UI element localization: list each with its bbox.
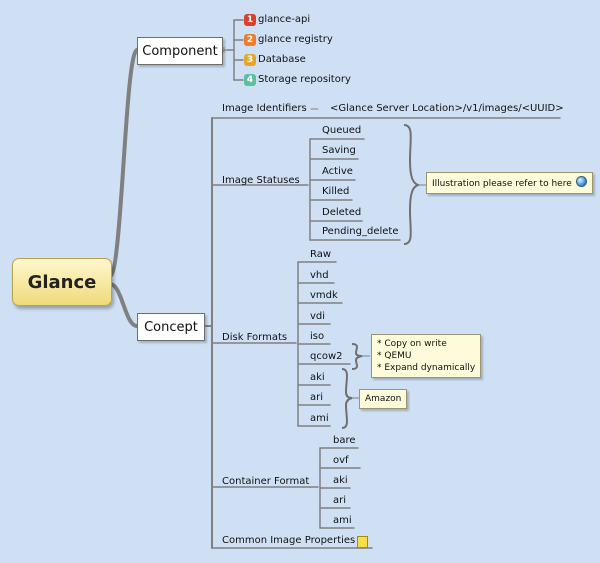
note-icon[interactable]	[357, 536, 368, 548]
status-item[interactable]: Killed	[322, 186, 350, 197]
disk-format-item[interactable]: qcow2	[310, 351, 343, 362]
disk-format-item[interactable]: Raw	[310, 249, 332, 260]
globe-link-icon[interactable]	[575, 176, 587, 187]
disk-format-item[interactable]: ami	[310, 413, 329, 424]
status-item[interactable]: Pending_delete	[322, 226, 399, 237]
note-line: * Copy on write	[377, 339, 447, 349]
disk-format-item[interactable]: vdi	[310, 311, 326, 322]
component-item-glance-registry[interactable]: glance registry	[258, 34, 333, 45]
status-item[interactable]: Deleted	[322, 207, 362, 218]
common-image-properties-label[interactable]: Common Image Properties	[222, 535, 356, 546]
disk-format-item[interactable]: vmdk	[310, 290, 338, 301]
container-format-item[interactable]: bare	[333, 435, 356, 446]
disk-formats-label[interactable]: Disk Formats	[222, 332, 288, 343]
image-identifiers-value[interactable]: <Glance Server Location>/v1/images/<UUID…	[330, 103, 564, 114]
image-identifiers-label[interactable]: Image Identifiers	[222, 103, 307, 114]
root-node-glance[interactable]: Glance	[12, 258, 112, 306]
component-item-database[interactable]: Database	[258, 54, 306, 65]
disk-format-item[interactable]: ari	[310, 392, 324, 403]
concept-node[interactable]: Concept	[137, 313, 205, 341]
container-format-item[interactable]: ari	[333, 495, 347, 506]
note-line: * Expand dynamically	[377, 363, 476, 373]
number-4-icon: 4	[244, 74, 256, 86]
statuses-illustration-note[interactable]: Illustration please refer to here	[426, 172, 593, 194]
component-item-storage-repository[interactable]: Storage repository	[258, 74, 351, 85]
container-format-label[interactable]: Container Format	[222, 476, 310, 487]
note-line: * QEMU	[377, 351, 412, 361]
number-3-icon: 3	[244, 54, 256, 66]
container-format-item[interactable]: ami	[333, 515, 352, 526]
number-2-icon: 2	[244, 34, 256, 46]
status-item[interactable]: Queued	[322, 125, 362, 136]
image-statuses-label[interactable]: Image Statuses	[222, 175, 300, 186]
disk-format-item[interactable]: aki	[310, 372, 325, 383]
component-item-glance-api[interactable]: glance-api	[258, 14, 311, 25]
amazon-note[interactable]: Amazon	[359, 389, 408, 409]
note-text: Illustration please refer to here	[432, 179, 572, 189]
component-node[interactable]: Component	[137, 37, 223, 65]
disk-format-item[interactable]: iso	[310, 331, 325, 342]
status-item[interactable]: Active	[322, 166, 353, 177]
container-format-item[interactable]: aki	[333, 475, 348, 486]
qcow2-note[interactable]: * Copy on write * QEMU * Expand dynamica…	[371, 334, 482, 378]
container-format-item[interactable]: ovf	[333, 455, 349, 466]
disk-format-item[interactable]: vhd	[310, 270, 329, 281]
number-1-icon: 1	[244, 14, 256, 26]
status-item[interactable]: Saving	[322, 145, 356, 156]
